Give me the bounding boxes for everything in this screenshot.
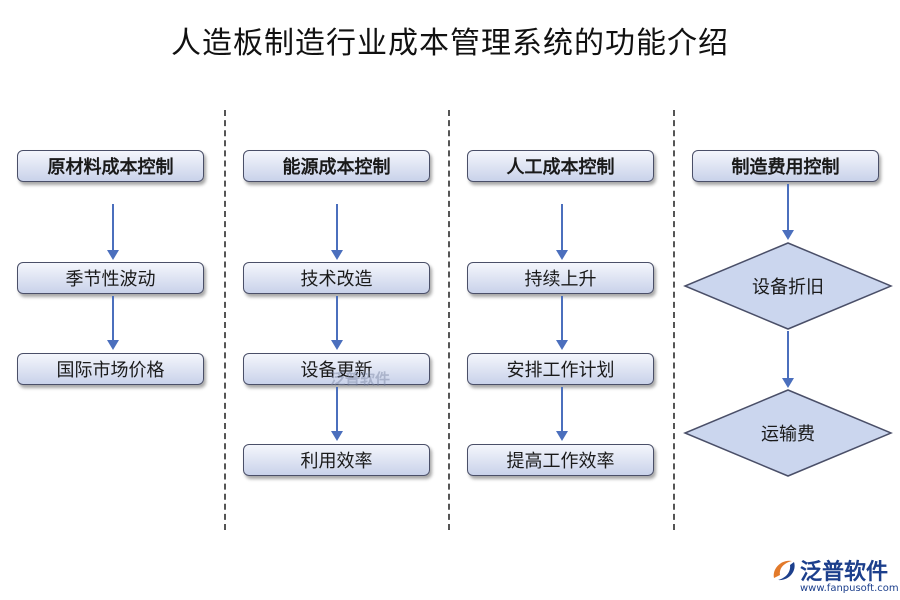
flow-arrow <box>555 387 569 441</box>
node-arrange-work-plan: 安排工作计划 <box>467 353 654 385</box>
flow-arrow <box>781 331 795 388</box>
column-divider <box>448 110 450 530</box>
diamond-shape <box>683 242 893 330</box>
brand-url: www.fanpusoft.com <box>800 583 899 594</box>
node-seasonal-fluctuation: 季节性波动 <box>17 262 204 294</box>
flow-arrow <box>106 204 120 260</box>
flow-arrow <box>106 296 120 350</box>
watermark-text: 泛普软件 <box>330 370 391 388</box>
diamond-label: 运输费 <box>761 424 815 445</box>
header-manufacturing-overhead: 制造费用控制 <box>692 150 879 182</box>
flow-arrow <box>781 184 795 240</box>
flow-arrow <box>330 387 344 441</box>
node-transportation-fee: 运输费 <box>683 388 893 478</box>
node-international-market-price: 国际市场价格 <box>17 353 204 385</box>
node-utilization-efficiency: 利用效率 <box>243 444 430 476</box>
diamond-label: 设备折旧 <box>752 277 824 298</box>
flow-arrow <box>555 204 569 260</box>
node-improve-work-efficiency: 提高工作效率 <box>467 444 654 476</box>
node-equipment-upgrade: 设备更新 <box>243 353 430 385</box>
diagram-title: 人造板制造行业成本管理系统的功能介绍 <box>171 26 729 61</box>
header-raw-material-cost: 原材料成本控制 <box>17 150 204 182</box>
flow-arrow <box>330 204 344 260</box>
brand-logo-block: 泛普软件 www.fanpusoft.com <box>770 552 899 597</box>
node-technical-renovation: 技术改造 <box>243 262 430 294</box>
diamond-shape <box>683 389 893 477</box>
column-divider <box>673 110 675 530</box>
brand-swirl-icon <box>773 560 795 581</box>
flow-arrow <box>555 296 569 350</box>
node-continuous-rise: 持续上升 <box>467 262 654 294</box>
column-divider <box>224 110 226 530</box>
flow-arrow <box>330 296 344 350</box>
header-energy-cost: 能源成本控制 <box>243 150 430 182</box>
node-equipment-depreciation: 设备折旧 <box>683 241 893 331</box>
brand-name: 泛普软件 <box>800 560 889 585</box>
header-labor-cost: 人工成本控制 <box>467 150 654 182</box>
